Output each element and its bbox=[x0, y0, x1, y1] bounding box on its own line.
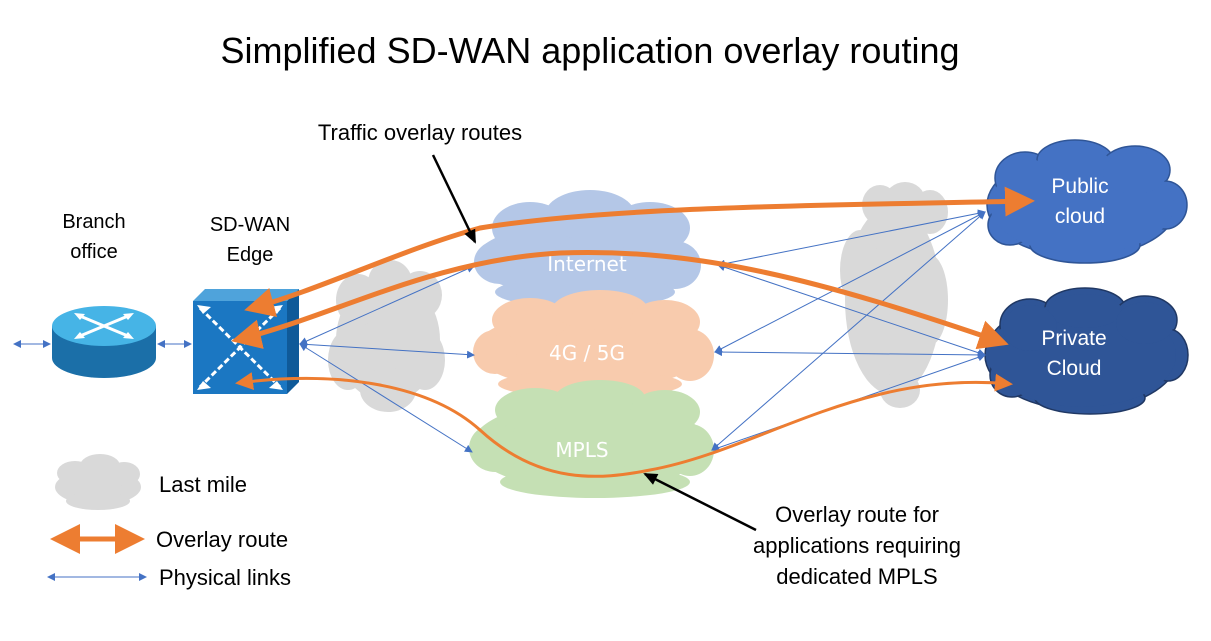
sdwan-edge-label-1: SD-WAN bbox=[210, 214, 290, 236]
callout-arrow-traffic bbox=[431, 154, 477, 244]
legend-physical-links-label: Physical links bbox=[159, 565, 291, 590]
public-cloud-fill bbox=[990, 146, 1174, 254]
sdwan-edge-label-2: Edge bbox=[227, 244, 274, 266]
router-icon bbox=[52, 306, 156, 378]
physical-link-edge-mpls bbox=[299, 343, 473, 453]
mpls-note-label-2: applications requiring bbox=[753, 533, 961, 558]
private-cloud-fill bbox=[988, 294, 1176, 407]
traffic-overlay-routes-label: Traffic overlay routes bbox=[318, 120, 522, 145]
legend-last-mile-label: Last mile bbox=[159, 472, 247, 497]
branch-office-label-2: office bbox=[70, 241, 117, 263]
mpls-cloud bbox=[469, 380, 714, 498]
overlay-route-edge-public bbox=[244, 186, 1035, 318]
private-cloud-label-1: Private bbox=[1041, 327, 1106, 350]
overlay-route-edge-mpls-private bbox=[235, 372, 1013, 478]
diagram-title: Simplified SD-WAN application overlay ro… bbox=[221, 30, 960, 71]
overlay-route-edge-private bbox=[231, 250, 1009, 350]
physical-link-cellular-private bbox=[714, 348, 986, 359]
legend-last-mile-cloud-icon bbox=[55, 454, 141, 510]
branch-office-label-1: Branch bbox=[62, 211, 125, 233]
internet-label: Internet bbox=[547, 252, 627, 276]
mpls-note-label-1: Overlay route for bbox=[775, 502, 939, 527]
callout-arrow-mpls bbox=[643, 472, 757, 532]
last-mile-cloud-left bbox=[328, 260, 445, 412]
mpls-label: MPLS bbox=[555, 438, 608, 462]
legend-overlay-route-label: Overlay route bbox=[156, 527, 288, 552]
legend: Last mile Overlay route Physical links bbox=[47, 454, 291, 590]
private-cloud-label-2: Cloud bbox=[1047, 357, 1102, 380]
cellular-label: 4G / 5G bbox=[549, 341, 625, 365]
internet-cloud bbox=[474, 190, 701, 308]
mpls-note-label-3: dedicated MPLS bbox=[776, 564, 937, 589]
overlay-routes bbox=[231, 186, 1035, 478]
public-cloud-label-1: Public bbox=[1051, 175, 1108, 198]
public-cloud-label-2: cloud bbox=[1055, 205, 1105, 228]
